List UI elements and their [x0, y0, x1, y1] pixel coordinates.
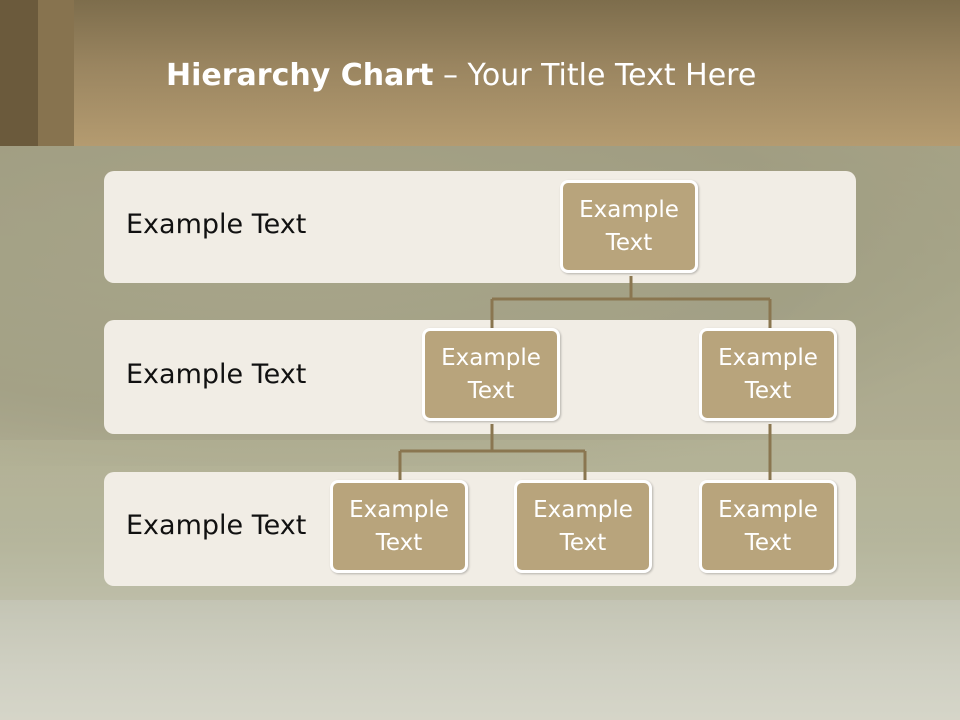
header-accent-bar-medium: [38, 0, 74, 146]
background-water: [0, 600, 960, 720]
slide-title: Hierarchy Chart – Your Title Text Here: [166, 56, 756, 96]
node-level3-left-1-line2: Text: [375, 529, 423, 556]
node-root-line1: Example: [579, 196, 679, 223]
slide-title-bold: Hierarchy Chart: [166, 58, 434, 93]
level-label-2: Example Text: [126, 359, 307, 390]
node-level3-left-2-line2: Text: [559, 529, 607, 556]
node-level2-left-line2: Text: [467, 377, 515, 404]
node-root-line2: Text: [605, 229, 653, 256]
title-header: Hierarchy Chart – Your Title Text Here: [0, 0, 960, 146]
slide-title-rest: – Your Title Text Here: [433, 58, 757, 93]
node-level3-right-line2: Text: [744, 529, 792, 556]
level-label-1: Example Text: [126, 209, 307, 240]
node-level2-left-line1: Example: [441, 344, 541, 371]
node-level3-left-2-line1: Example: [533, 496, 633, 523]
level-label-3: Example Text: [126, 510, 307, 541]
header-accent-bar-dark: [0, 0, 38, 146]
node-level3-right-line1: Example: [718, 496, 818, 523]
node-level3-left-1-line1: Example: [349, 496, 449, 523]
level-band-1: Example Text: [104, 171, 856, 283]
node-level2-right-line2: Text: [744, 377, 792, 404]
node-level2-right-line1: Example: [718, 344, 818, 371]
